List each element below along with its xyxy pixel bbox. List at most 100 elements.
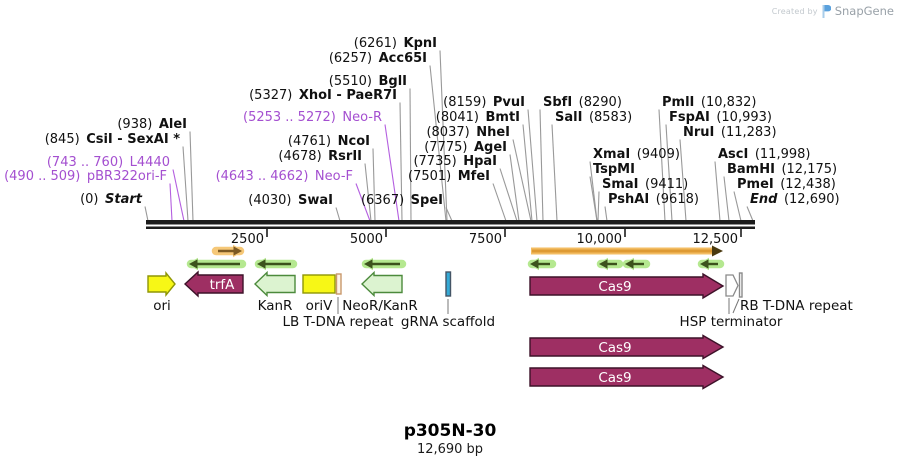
site-leader-line (665, 124, 673, 222)
site-leader-line (144, 206, 149, 222)
site-leader-line (658, 109, 666, 222)
site-label-nrui[interactable]: NruI (11,283) (683, 125, 777, 140)
feature-lb-t-dna-repeat[interactable] (335, 273, 342, 295)
site-leader-line (182, 146, 189, 222)
site-leader-line (399, 102, 403, 222)
feature-kanr[interactable] (253, 270, 296, 298)
site-leader-line (189, 131, 194, 222)
site-leader-line (355, 183, 371, 222)
feature-cas9-label: Cas9 (598, 279, 631, 295)
primer-label-neo-r[interactable]: (5253 .. 5272) Neo-R (243, 110, 382, 125)
site-label-xhoi-paer7i[interactable]: (5327) XhoI - PaeR7I (249, 88, 397, 103)
site-label-smai[interactable]: SmaI (9411) (602, 177, 688, 192)
site-label-spei[interactable]: (6367) SpeI (361, 193, 443, 208)
site-leader-line (409, 88, 412, 222)
site-leader-line (439, 50, 448, 222)
site-label-pshai[interactable]: PshAI (9618) (608, 192, 699, 207)
feature-oriv[interactable] (302, 274, 336, 294)
ruler-tick-label: 2500 (231, 232, 264, 247)
site-label-nhei[interactable]: (8037) NheI (426, 125, 510, 140)
site-label-hpai[interactable]: (7735) HpaI (413, 154, 497, 169)
site-label-pmli[interactable]: PmlI (10,832) (662, 95, 757, 110)
feature-ori[interactable] (147, 271, 176, 297)
site-label-mfei[interactable]: (7501) MfeI (408, 169, 490, 184)
site-leader-line (522, 124, 533, 222)
site-label-acc65i[interactable]: (6257) Acc65I (329, 51, 427, 66)
site-label-sali[interactable]: SalI (8583) (555, 110, 632, 125)
site-label-sbfi[interactable]: SbfI (8290) (543, 95, 622, 110)
site-label-rsrii[interactable]: (4678) RsrII (278, 149, 362, 164)
snapgene-logo-icon (822, 4, 831, 18)
site-label-bamhi[interactable]: BamHI (12,175) (727, 162, 837, 177)
primer-arrow-orange-small-right-head (233, 246, 242, 256)
watermark-created-by-label: Created by (771, 6, 818, 16)
site-leader-line (714, 161, 721, 222)
site-leader-line (509, 154, 520, 222)
primer-label-pbr322ori-f[interactable]: (490 .. 509) pBR322ori-F (4, 169, 167, 184)
primer-arrow-orange-long-right-head (712, 245, 723, 257)
feature-neor-kanr[interactable] (360, 270, 403, 298)
site-label-pmei[interactable]: PmeI (12,438) (737, 177, 836, 192)
primer-arrow-green-left-head (599, 259, 608, 269)
feature-cas9[interactable] (529, 272, 725, 300)
site-leader-line (172, 169, 185, 222)
site-label-start[interactable]: (0) Start (80, 192, 143, 207)
site-label-csii-sexai-[interactable]: (845) CsiI - SexAI * (45, 132, 180, 147)
primer-label-neo-f[interactable]: (4643 .. 4662) Neo-F (216, 169, 353, 184)
feature-rb-t-dna-repeat[interactable] (738, 272, 743, 298)
site-label-tspmi[interactable]: TspMI (593, 162, 635, 177)
site-label-alei[interactable]: (938) AleI (117, 117, 187, 132)
feature-grna-scaffold[interactable] (445, 271, 452, 297)
site-label-fspai[interactable]: FspAI (10,993) (669, 110, 772, 125)
plasmid-name: p305N-30 (403, 421, 497, 441)
site-leader-line (169, 183, 173, 222)
site-label-end[interactable]: End (12,690) (750, 192, 840, 207)
site-label-bgli[interactable]: (5510) BglI (329, 74, 407, 89)
site-label-agei[interactable]: (7775) AgeI (424, 140, 507, 155)
site-leader-line (679, 139, 687, 222)
feature-kanr-label: KanR (258, 298, 293, 314)
feature-grna-scaffold-label: gRNA scaffold (401, 314, 495, 330)
site-leader-line (527, 109, 538, 222)
site-leader-line (539, 109, 544, 222)
ruler-tick-label: 12,500 (693, 232, 739, 247)
primer-arrow-green-left-head (625, 259, 634, 269)
site-label-xmai[interactable]: XmaI (9409) (593, 147, 680, 162)
primer-arrow-green-left-head (700, 259, 709, 269)
primer-arrow-green-left-head (257, 259, 266, 269)
feature-hsp-terminator[interactable] (725, 274, 739, 297)
feature-trfa-label: trfA (210, 277, 236, 293)
feature-lb-t-dna-repeat-label: LB T-DNA repeat (283, 314, 394, 330)
plasmid-length: 12,690 bp (416, 442, 484, 457)
feature-rb-t-dna-repeat-label: RB T-DNA repeat (740, 298, 853, 314)
watermark-brand-label: SnapGene (834, 4, 894, 18)
site-leader-line (597, 191, 600, 222)
primer-arrow-green-left-head (530, 259, 539, 269)
site-leader-line (589, 176, 598, 222)
primer-label-l4440[interactable]: (743 .. 760) L4440 (47, 155, 170, 170)
site-leader-line (372, 148, 376, 222)
site-leader-line (335, 207, 341, 222)
site-label-asci[interactable]: AscI (11,998) (718, 147, 810, 162)
feature-hsp-terminator-label: HSP terminator (680, 314, 783, 330)
feature-ori-label: ori (153, 298, 171, 314)
site-label-kpni[interactable]: (6261) KpnI (354, 36, 437, 51)
ruler-tick-label: 10,000 (577, 232, 623, 247)
site-leader-line (429, 65, 447, 222)
ruler-tick-label: 5000 (350, 232, 383, 247)
site-leader-line (492, 183, 507, 222)
site-label-ncoi[interactable]: (4761) NcoI (288, 134, 370, 149)
feature-cas9[interactable] (529, 364, 725, 390)
site-leader-line (364, 163, 372, 222)
primer-arrow-green-left-head (364, 259, 373, 269)
feature-neor-kanr-label: NeoR/KanR (342, 298, 417, 314)
site-label-pvui[interactable]: (8159) PvuI (443, 95, 525, 110)
ruler-tick-label: 7500 (469, 232, 502, 247)
feature-cas9[interactable] (529, 334, 725, 360)
feature-trfa[interactable] (183, 270, 244, 298)
site-label-swai[interactable]: (4030) SwaI (248, 193, 333, 208)
site-label-bmti[interactable]: (8041) BmtI (436, 110, 520, 125)
ruler-bar-bottom (146, 226, 755, 229)
feature-rb-t-dna-repeat-leader-line (732, 298, 740, 314)
